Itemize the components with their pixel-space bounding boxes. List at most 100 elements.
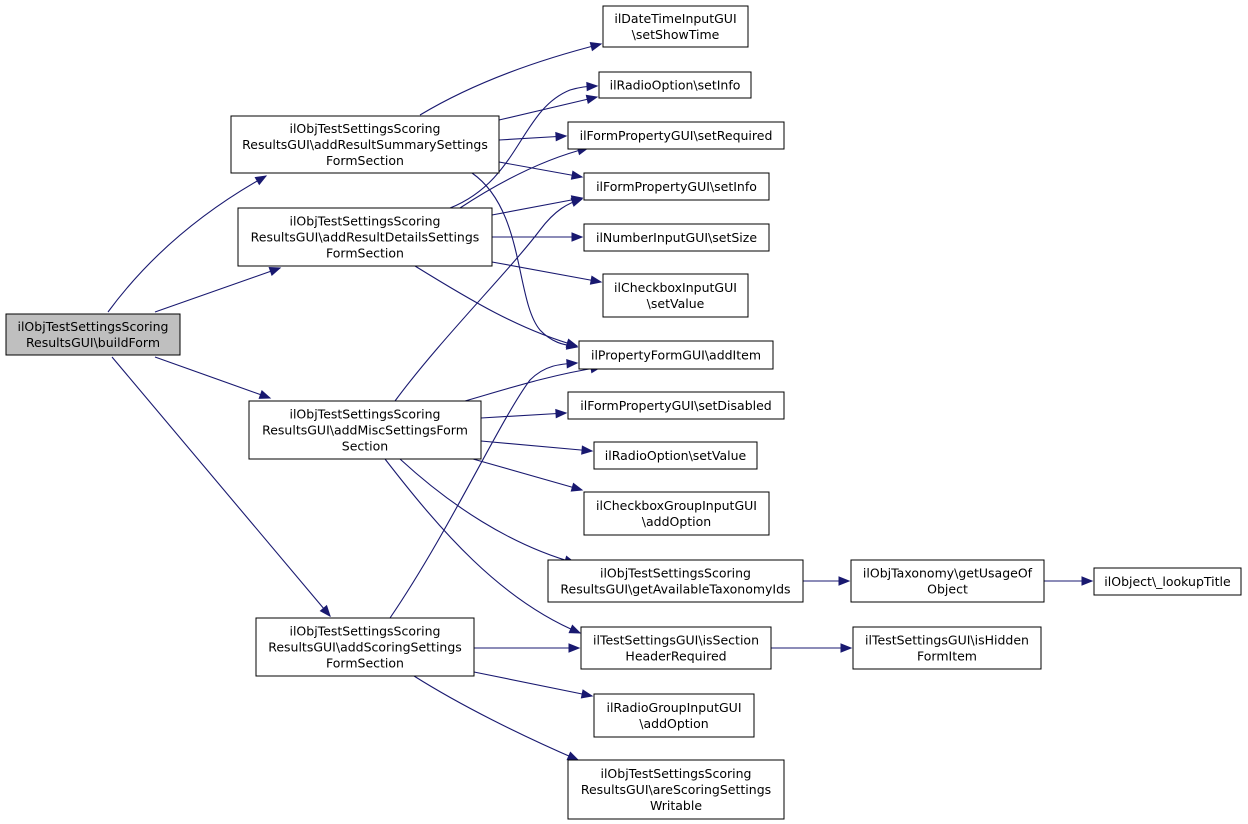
- arrowhead: [581, 445, 594, 455]
- arrowhead: [568, 624, 582, 634]
- node-label-line: ilObjTestSettingsScoring: [17, 319, 168, 334]
- node-label-line: ResultsGUI\addScoringSettings: [268, 640, 462, 655]
- node-label-line: ResultsGUI\addResultSummarySettings: [242, 137, 488, 152]
- arrowhead: [566, 751, 580, 761]
- node-getAvailableTaxonomyIds[interactable]: ilObjTestSettingsScoringResultsGUI\getAv…: [547, 559, 804, 603]
- node-label-line: ilDateTimeInputGUI: [614, 11, 736, 26]
- node-formPropSetDisabled[interactable]: ilFormPropertyGUI\setDisabled: [567, 391, 785, 420]
- node-label-line: ilRadioGroupInputGUI: [606, 700, 741, 715]
- node-label-line: ilFormPropertyGUI\setDisabled: [580, 398, 771, 413]
- arrowhead: [589, 275, 603, 285]
- node-radioSetInfo[interactable]: ilRadioOption\setInfo: [598, 71, 752, 99]
- node-areScoringSettingsWritable[interactable]: ilObjTestSettingsScoringResultsGUI\areSc…: [567, 759, 785, 820]
- node-box: [567, 391, 785, 420]
- node-box: [580, 626, 772, 670]
- arrowhead: [570, 170, 584, 180]
- edge-addResultSummary-to-radioSetInfo: [498, 94, 599, 121]
- edge-taxonomyGetUsage-to-lookupTitle: [1044, 576, 1094, 586]
- node-label-line: FormSection: [326, 656, 404, 671]
- node-box: [1093, 567, 1242, 596]
- edge-getAvailableTaxonomyIds-to-taxonomyGetUsage: [803, 576, 851, 586]
- node-label-line: ilNumberInputGUI\setSize: [596, 230, 757, 245]
- node-buildForm[interactable]: ilObjTestSettingsScoringResultsGUI\build…: [5, 313, 181, 356]
- node-label-line: \addOption: [642, 514, 711, 529]
- node-label-line: HeaderRequired: [625, 649, 726, 664]
- edge-isSectionHeaderRequired-to-isHiddenFormItem: [771, 643, 853, 653]
- node-label-line: FormSection: [326, 246, 404, 261]
- node-label-line: ilObject\_lookupTitle: [1104, 574, 1231, 589]
- node-box: [850, 559, 1045, 603]
- node-label-line: ilTestSettingsGUI\isSection: [593, 633, 759, 648]
- edge-addResultSummary-to-formPropSetRequired: [498, 131, 568, 142]
- node-radioGroupAddOption[interactable]: ilRadioGroupInputGUI\addOption: [593, 693, 755, 738]
- arrowhead: [555, 408, 568, 419]
- node-label-line: ilRadioOption\setValue: [605, 448, 747, 463]
- edge-addScoring-to-radioGroupAddOption: [473, 671, 594, 699]
- node-radioSetValue[interactable]: ilRadioOption\setValue: [593, 441, 758, 470]
- node-label-line: ResultsGUI\getAvailableTaxonomyIds: [560, 582, 790, 597]
- node-label-line: ilObjTestSettingsScoring: [600, 566, 751, 581]
- edge-buildForm-to-addScoring: [111, 356, 331, 618]
- arrowhead: [589, 42, 603, 52]
- arrowhead: [570, 197, 584, 207]
- node-dateTimeShowTime[interactable]: ilDateTimeInputGUI\setShowTime: [602, 5, 749, 48]
- edge-addMisc-to-isSectionHeaderRequired: [384, 458, 582, 634]
- node-box: [593, 693, 755, 738]
- edge-buildForm-to-addMisc: [154, 356, 272, 399]
- node-label-line: Section: [342, 439, 388, 454]
- edge-addMisc-to-formPropSetDisabled: [480, 408, 568, 419]
- node-box: [852, 626, 1042, 670]
- edge-addResultDetails-to-checkboxSetValue: [491, 261, 603, 285]
- arrowhead: [568, 643, 581, 653]
- edge-addScoring-to-propFormAddItem: [389, 358, 579, 619]
- edge-addMisc-to-getAvailableTaxonomyIds: [399, 458, 577, 565]
- arrowhead: [566, 358, 579, 369]
- node-box: [593, 441, 758, 470]
- node-formPropSetInfo[interactable]: ilFormPropertyGUI\setInfo: [583, 172, 770, 201]
- arrowhead: [580, 689, 594, 699]
- node-isSectionHeaderRequired[interactable]: ilTestSettingsGUI\isSectionHeaderRequire…: [580, 626, 772, 670]
- node-box: [583, 223, 770, 252]
- node-box: [578, 340, 774, 370]
- node-box: [248, 400, 482, 460]
- node-label-line: ResultsGUI\areScoringSettings: [581, 782, 771, 797]
- node-label-line: FormSection: [326, 153, 404, 168]
- arrowhead: [571, 232, 584, 242]
- node-box: [547, 559, 804, 603]
- arrowhead: [258, 390, 272, 399]
- node-addMisc[interactable]: ilObjTestSettingsScoringResultsGUI\addMi…: [248, 400, 482, 460]
- nodes-layer: ilObjTestSettingsScoringResultsGUI\build…: [5, 5, 1242, 820]
- arrowhead: [268, 267, 282, 276]
- arrowhead: [838, 576, 851, 586]
- node-box: [237, 207, 493, 267]
- node-numberSetSize[interactable]: ilNumberInputGUI\setSize: [583, 223, 770, 252]
- node-addResultDetails[interactable]: ilObjTestSettingsScoringResultsGUI\addRe…: [237, 207, 493, 267]
- edge-addResultSummary-to-dateTimeShowTime: [419, 42, 603, 116]
- node-checkboxGroupAddOption[interactable]: ilCheckboxGroupInputGUI\addOption: [583, 491, 770, 536]
- node-checkboxSetValue[interactable]: ilCheckboxInputGUI\setValue: [602, 273, 749, 318]
- arrowhead: [586, 81, 599, 92]
- node-label-line: \addOption: [639, 716, 708, 731]
- node-box: [598, 71, 752, 99]
- edges-layer: [107, 42, 1094, 761]
- node-label-line: ilObjTestSettingsScoring: [289, 121, 440, 136]
- edge-buildForm-to-addResultDetails: [154, 267, 282, 313]
- node-lookupTitle[interactable]: ilObject\_lookupTitle: [1093, 567, 1242, 596]
- node-label-line: ilTestSettingsGUI\isHidden: [865, 633, 1029, 648]
- node-addResultSummary[interactable]: ilObjTestSettingsScoringResultsGUI\addRe…: [230, 115, 500, 174]
- node-label-line: ilCheckboxInputGUI: [614, 280, 737, 295]
- node-label-line: ilPropertyFormGUI\addItem: [591, 348, 761, 363]
- arrowhead: [319, 604, 331, 618]
- arrowhead: [585, 94, 599, 105]
- node-label-line: ResultsGUI\buildForm: [26, 335, 160, 350]
- node-label-line: ilFormPropertyGUI\setInfo: [596, 179, 757, 194]
- node-label-line: ilFormPropertyGUI\setRequired: [580, 128, 773, 143]
- node-formPropSetRequired[interactable]: ilFormPropertyGUI\setRequired: [567, 121, 785, 150]
- node-propFormAddItem[interactable]: ilPropertyFormGUI\addItem: [578, 340, 774, 370]
- arrowhead: [1081, 576, 1094, 586]
- node-addScoring[interactable]: ilObjTestSettingsScoringResultsGUI\addSc…: [255, 617, 475, 677]
- edge-addResultDetails-to-radioSetInfo: [449, 81, 599, 209]
